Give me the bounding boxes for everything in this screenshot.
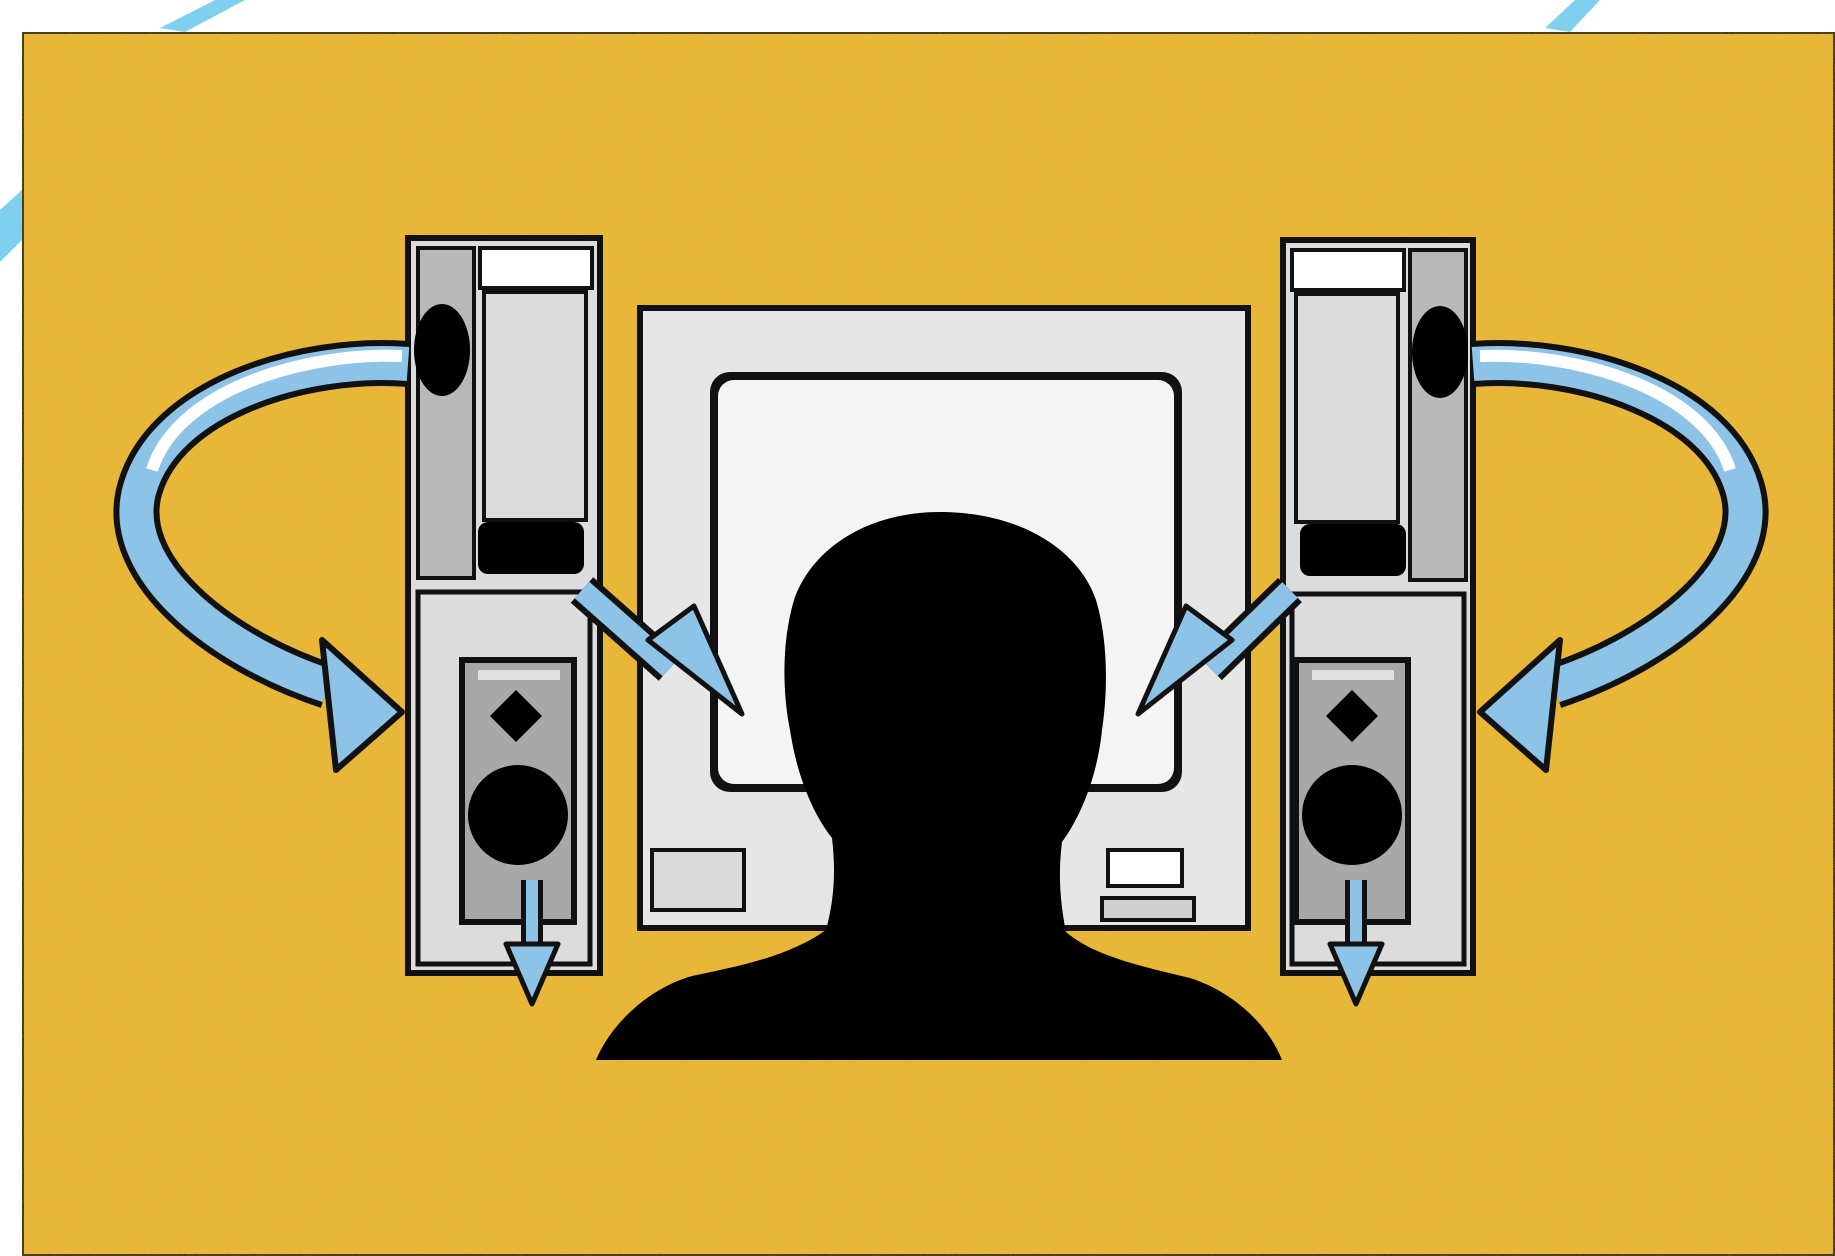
- right-speaker-icon: [1283, 240, 1473, 973]
- left-speaker-icon: [408, 238, 600, 973]
